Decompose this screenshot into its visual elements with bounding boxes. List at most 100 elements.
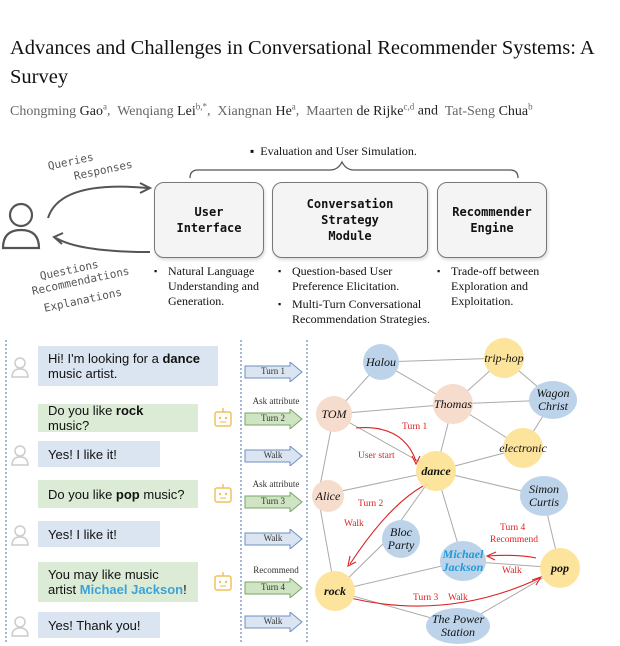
user-message-bubble: Hi! I'm looking for a dance music artist… [38,346,218,386]
action-arrow [244,612,303,632]
top-bullet: ▪ Evaluation and User Simulation. [250,144,417,158]
action-label: Walk [263,533,283,543]
message-text-part: music artist. [48,366,118,381]
robot-icon [212,571,234,593]
author: Xiangnan Hea [217,101,296,119]
action-arrow [244,409,303,429]
message-text-part: Yes! I like it! [48,446,117,462]
edge-label-recommend: Recommend [490,535,539,545]
message-text-part: ! [183,582,187,597]
edge-label-walk3: Walk [448,593,468,603]
graph-node-label: Wagon Christ [536,386,570,413]
message-text: Hi! I'm looking for a dance music artist… [48,351,208,381]
engine-bullets: Trade-off between Exploration and Exploi… [437,264,567,312]
message-text: Yes! Thank you! [48,618,141,633]
edge-label-turn3: Turn 3 [413,593,439,603]
message-keyword: Michael Jackson [79,582,184,597]
graph-node-label: Halou [366,354,396,369]
graph-node-halou: Halou [363,344,399,380]
action-label: Turn 3 [261,496,285,506]
message-text-part: music? [139,486,185,502]
graph-node-label: The Power Station [431,612,485,639]
message-text-part: Do you like [48,486,116,502]
graph-node-alice: Alice [312,480,344,512]
message-keyword: rock [115,403,144,418]
graph-node-rock: rock [315,571,355,611]
robot-icon [212,483,234,505]
user-avatar-icon [10,444,30,466]
graph-node-label: rock [324,583,346,598]
edge-label-walk2: Walk [502,566,522,576]
graph-node-label: Thomas [433,396,472,411]
action-arrow [244,362,303,382]
system-message-bubble: Do you like pop music? [38,480,198,508]
author-list: Chongming Gaoa, Wenqiang Leib,*, Xiangna… [10,101,533,119]
action-label: Turn 4 [261,582,285,592]
action-type-label: Ask attribute [252,479,300,489]
action-arrow [244,578,303,598]
author: Chongming Gaoa [10,101,107,119]
edge-label-turn4: Turn 4 [500,523,526,533]
graph-node-tom: TOM [316,396,352,432]
graph-node-thomas: Thomas [433,384,473,424]
action-arrow [244,529,303,549]
graph-node-label: TOM [321,406,347,421]
author: Wenqiang Leib,* [117,101,208,119]
graph-node-label: trip-hop [484,350,524,365]
paper-title: Advances and Challenges in Conversationa… [10,37,594,88]
action-type-label: Recommend [253,565,299,575]
message-text-part: Yes! Thank you! [48,617,141,633]
user-message-bubble: Yes! I like it! [38,441,160,467]
author: Maarten de Rijkec,d [306,101,415,119]
graph-node-label: Michael Jackson [442,547,484,574]
action-type-label: Ask attribute [252,396,300,406]
action-label: Walk [263,616,283,626]
graph-node-label: dance [421,463,451,478]
graph-node-label: electronic [499,440,547,455]
system-message-bubble: You may like music artist Michael Jackso… [38,562,198,602]
edge-label-turn2: Turn 2 [358,499,384,509]
message-text: Do you like rock music? [48,403,188,433]
action-label: Walk [263,450,283,460]
message-text: Yes! I like it! [48,447,117,462]
action-label: Turn 2 [261,413,285,423]
user-message-bubble: Yes! I like it! [38,521,160,547]
user-message-bubble: Yes! Thank you! [38,612,160,638]
system-message-bubble: Do you like rock music? [38,403,198,433]
action-arrow [244,492,303,512]
robot-icon [212,407,234,429]
action-arrow [244,446,303,466]
message-text: Yes! I like it! [48,527,117,542]
author: Tat-Seng Chuab [444,101,533,119]
message-text-part: You may like music artist [48,567,159,597]
message-text-part: music? [48,418,90,433]
graph-node-wagon: Wagon Christ [529,381,577,419]
graph-node-triphop: trip-hop [484,338,524,378]
graph-node-electronic: electronic [499,428,547,468]
graph-node-simon: Simon Curtis [520,476,568,516]
strategy-bullets: Question-based User Preference Elicitati… [278,264,443,330]
user-avatar-icon [10,615,30,637]
edge-label-walk1: Walk [344,519,364,529]
edge-label-user-start: User start [358,451,395,461]
user-interface-box: User Interface [154,182,264,258]
user-avatar-icon [10,356,30,378]
graph-node-label: Alice [315,488,341,503]
ui-bullets: Natural Language Understanding and Gener… [154,264,272,312]
message-text: Do you like pop music? [48,487,185,502]
message-keyword: pop [115,486,140,502]
message-keyword: dance [162,351,201,366]
graph-node-label: Bloc Party [387,525,415,552]
message-text-part: Hi! I'm looking for a [48,351,163,366]
graph-node-pop: pop [540,548,580,588]
framework-lines [1,160,519,253]
conversation-strategy-box: Conversation Strategy Module [272,182,428,258]
graph-node-dance: dance [416,451,456,491]
user-icon [1,202,41,250]
message-text-part: Do you like [48,403,116,418]
graph-node-bloc: Bloc Party [382,520,420,558]
graph-node-mj: Michael Jackson [440,541,486,581]
graph-node-power: The Power Station [426,608,490,644]
message-text-part: Yes! I like it! [48,526,117,542]
edge-label-turn1: Turn 1 [402,422,428,432]
